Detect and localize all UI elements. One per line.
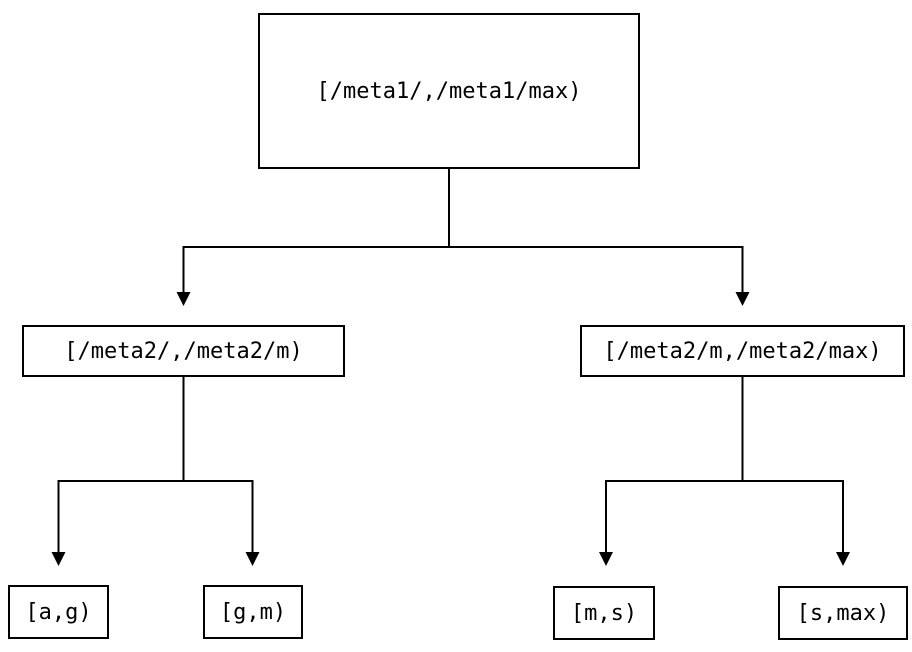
arrow-down-icon (176, 292, 191, 306)
node-leaf-m-s-label: [m,s) (570, 600, 638, 626)
node-leaf-g-m-label: [g,m) (219, 599, 287, 625)
node-meta2-right: [/meta2/m,/meta2/max) (580, 325, 905, 377)
node-leaf-a-g-label: [a,g) (25, 599, 92, 625)
edge-elbow (182, 246, 744, 292)
edge-meta2-right-to-leaves (599, 377, 850, 566)
node-meta2-left-label: [/meta2/,/meta2/m) (64, 338, 303, 364)
arrow-down-icon (245, 552, 260, 566)
node-leaf-m-s: [m,s) (553, 586, 655, 640)
node-leaf-a-g: [a,g) (8, 585, 109, 639)
edge-meta2-left-to-leaves (51, 377, 260, 566)
node-leaf-g-m: [g,m) (203, 585, 303, 639)
arrow-down-icon (51, 552, 66, 566)
node-leaf-s-max-label: [s,max) (796, 600, 890, 626)
edge-elbow (57, 480, 254, 552)
arrow-down-icon (735, 292, 750, 306)
edge-root-to-level1 (176, 169, 750, 306)
arrow-down-icon (836, 552, 850, 566)
node-meta2-right-label: [/meta2/m,/meta2/max) (603, 338, 882, 364)
node-meta2-left: [/meta2/,/meta2/m) (22, 325, 345, 377)
node-root: [/meta1/,/meta1/max) (258, 13, 640, 169)
node-leaf-s-max: [s,max) (778, 586, 908, 640)
edge-elbow (605, 480, 844, 552)
node-root-label: [/meta1/,/meta1/max) (316, 78, 582, 104)
arrow-down-icon (599, 552, 613, 566)
